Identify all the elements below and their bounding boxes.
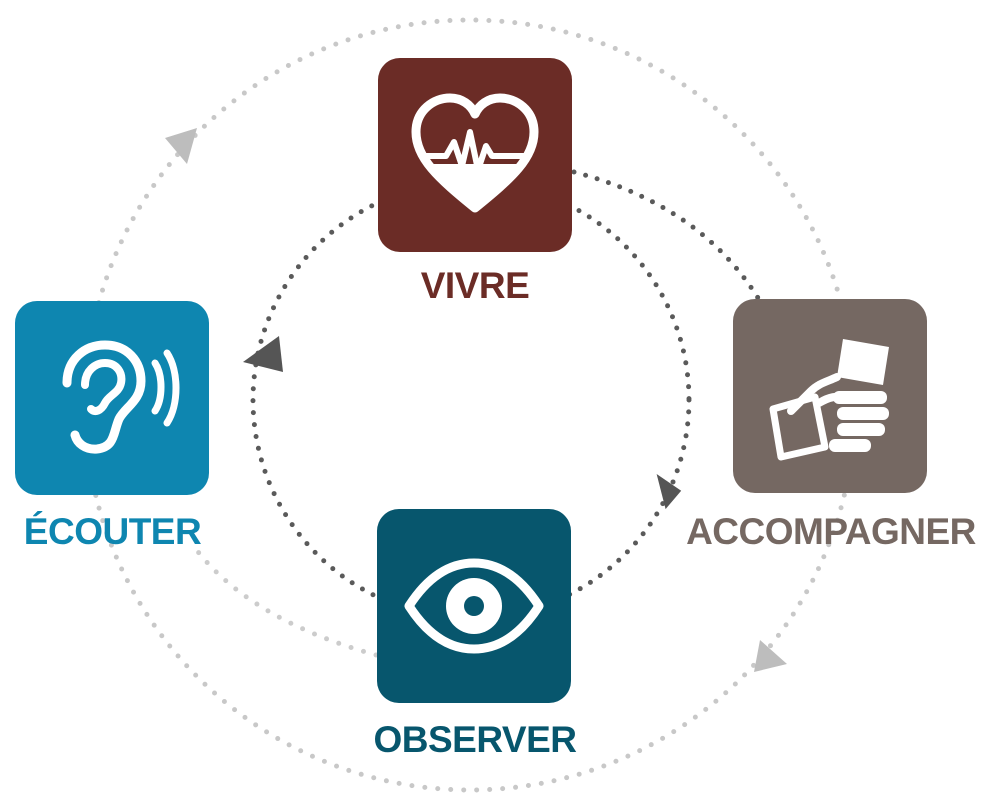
vivre-tile[interactable] xyxy=(378,58,572,252)
heart-pulse-icon xyxy=(411,93,539,213)
inner-cycle-ring xyxy=(250,179,692,621)
observer-label: OBSERVER xyxy=(373,719,578,760)
ecouter-label: ÉCOUTER xyxy=(23,511,202,552)
vivre-label: VIVRE xyxy=(420,265,530,306)
handshake-icon xyxy=(769,339,889,461)
connector-vivre-accompagner xyxy=(571,169,761,301)
ear-icon xyxy=(62,340,180,454)
ecouter-tile[interactable] xyxy=(15,301,209,495)
accompagner-tile[interactable] xyxy=(733,299,927,493)
arrow-outer-bottom-right xyxy=(754,640,787,672)
arrow-outer-top-left xyxy=(165,128,197,164)
observer-tile[interactable] xyxy=(377,509,571,703)
arrow-inner-left xyxy=(243,336,283,372)
arrow-inner-right xyxy=(656,473,682,510)
accompagner-label: ACCOMPAGNER xyxy=(686,511,976,552)
eye-icon xyxy=(404,558,544,654)
connector-observer-ecouter xyxy=(192,545,379,658)
